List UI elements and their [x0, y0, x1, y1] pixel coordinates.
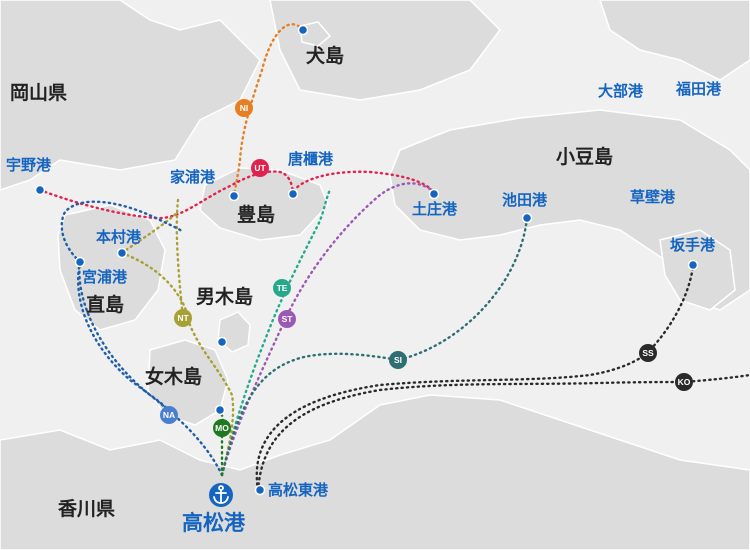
label-teshima: 豊島: [237, 204, 276, 226]
label-okayama: 岡山県: [10, 82, 68, 104]
marker-honmura[interactable]: [116, 247, 128, 259]
kagawa-mainland: [0, 394, 750, 550]
marker-uno[interactable]: [34, 184, 46, 196]
label-naoshima: 直島: [86, 294, 125, 316]
label-megijima: 女木島: [145, 366, 203, 388]
label-inujima: 犬島: [306, 45, 345, 67]
marker-inujima[interactable]: [297, 24, 309, 36]
badge-st[interactable]: ST: [278, 310, 296, 328]
label-obe-port: 大部港: [598, 82, 644, 100]
label-takamatsu-port: 高松港: [182, 511, 245, 535]
label-ogijima: 男木島: [196, 286, 254, 308]
route-badges: NI UT TE ST NT SI NA MO SS KO: [160, 99, 693, 437]
label-takamatsu-east-port: 高松東港: [268, 481, 329, 499]
route-te[interactable]: [220, 188, 332, 477]
svg-text:MO: MO: [215, 423, 229, 433]
svg-text:NI: NI: [240, 103, 249, 113]
marker-ieura[interactable]: [228, 190, 240, 202]
badge-ss[interactable]: SS: [639, 344, 657, 362]
route-ss[interactable]: [255, 263, 695, 492]
marker-karato[interactable]: [287, 188, 299, 200]
north-coast: [269, 0, 501, 101]
label-ikeda-port: 池田港: [502, 191, 548, 209]
anchor-icon[interactable]: [209, 483, 233, 507]
svg-text:UT: UT: [254, 163, 266, 173]
okayama-mainland: [0, 0, 261, 191]
svg-text:NT: NT: [177, 313, 189, 323]
svg-text:NA: NA: [163, 410, 175, 420]
badge-si[interactable]: SI: [389, 351, 407, 369]
route-ut[interactable]: [38, 170, 436, 220]
northeast-coast: [599, 0, 750, 81]
label-kagawa: 香川県: [58, 498, 116, 520]
naoshima-island: [57, 204, 166, 331]
label-ieura-port: 家浦港: [170, 168, 216, 186]
label-karato-port: 唐櫃港: [288, 150, 334, 168]
marker-ogijima[interactable]: [216, 336, 228, 348]
route-si[interactable]: [220, 216, 529, 477]
badge-na[interactable]: NA: [160, 406, 178, 424]
marker-tonosho[interactable]: [428, 188, 440, 200]
label-sakate-port: 坂手港: [670, 236, 716, 254]
badge-te[interactable]: TE: [273, 279, 291, 297]
route-st[interactable]: [220, 182, 436, 477]
marker-takamatsu-east[interactable]: [254, 484, 266, 496]
label-tonosho-port: 土庄港: [412, 200, 458, 218]
svg-text:SS: SS: [642, 348, 654, 358]
marker-miyanoura[interactable]: [74, 256, 86, 268]
svg-text:KO: KO: [678, 377, 691, 387]
label-shodoshima: 小豆島: [556, 146, 614, 168]
svg-text:ST: ST: [282, 314, 294, 324]
routes-layer: [38, 23, 750, 492]
label-kusakabe-port: 草壁港: [630, 188, 676, 206]
svg-text:SI: SI: [394, 355, 402, 365]
route-nt-2[interactable]: [175, 198, 185, 320]
badge-nt[interactable]: NT: [174, 309, 192, 327]
route-nt-3[interactable]: [120, 210, 180, 255]
marker-sakate[interactable]: [687, 259, 699, 271]
route-nt-1[interactable]: [120, 251, 235, 477]
badge-ni[interactable]: NI: [235, 99, 253, 117]
label-fukuda-port: 福田港: [676, 80, 722, 98]
badge-ko[interactable]: KO: [675, 373, 693, 391]
marker-ikeda[interactable]: [521, 212, 533, 224]
label-uno-port: 宇野港: [6, 156, 52, 174]
sakate-peninsula: [659, 229, 736, 311]
label-honmura-port: 本村港: [96, 228, 142, 246]
badge-mo[interactable]: MO: [213, 419, 231, 437]
badge-ut[interactable]: UT: [251, 159, 269, 177]
label-miyanoura-port: 宮浦港: [82, 268, 128, 286]
svg-text:TE: TE: [277, 283, 288, 293]
port-markers: [34, 24, 699, 496]
route-na-2[interactable]: [76, 260, 172, 414]
route-na[interactable]: [60, 200, 224, 477]
marker-megijima[interactable]: [214, 404, 226, 416]
